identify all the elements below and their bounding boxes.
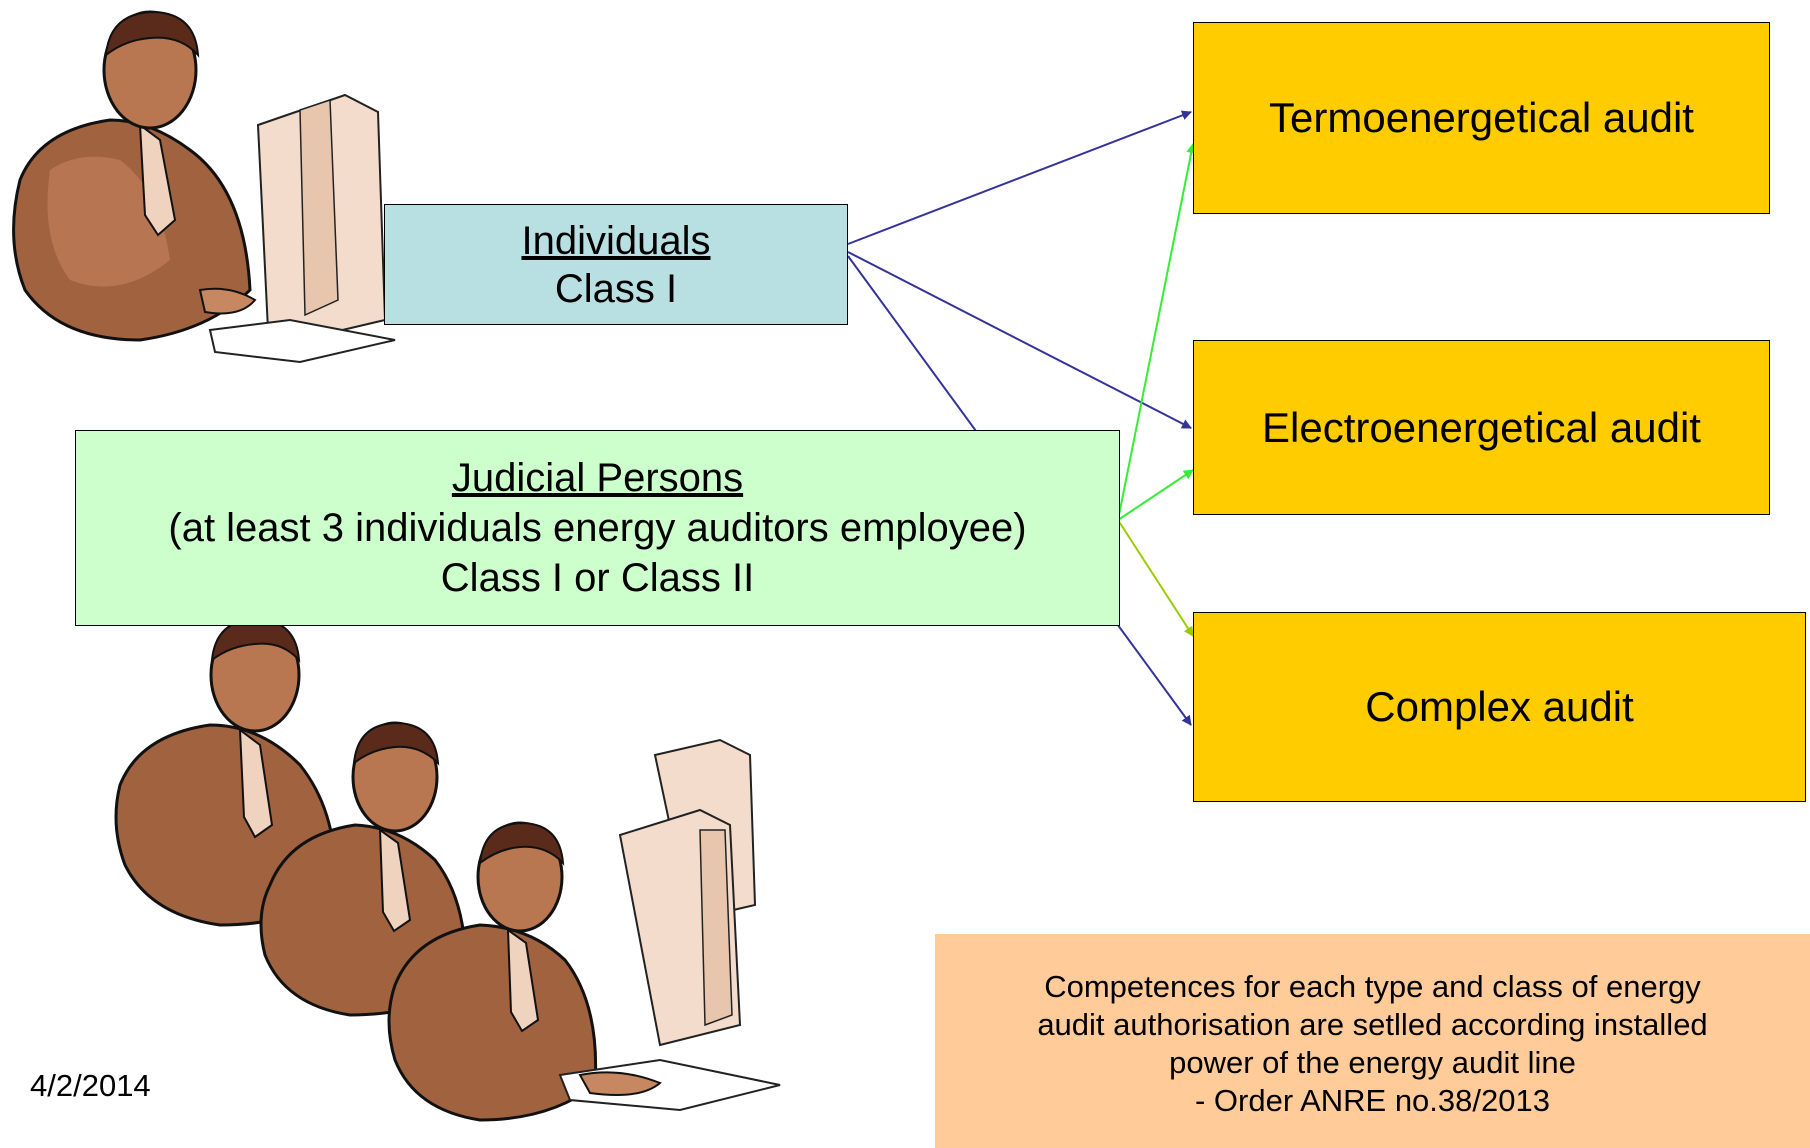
note-line-2: audit authorisation are setlled accordin…: [1037, 1007, 1708, 1042]
judicial-description: (at least 3 individuals energy auditors …: [168, 506, 1027, 550]
complex-audit-box: Complex audit: [1193, 612, 1806, 802]
arrow-individuals-electro: [847, 251, 1192, 429]
note-line-4: - Order ANRE no.38/2013: [1195, 1083, 1550, 1118]
businessmen-group-at-computers-icon: [114, 617, 781, 1122]
note-line-3: power of the energy audit line: [1169, 1045, 1576, 1080]
judicial-persons-box: Judicial Persons (at least 3 individuals…: [75, 430, 1120, 626]
slide-date: 4/2/2014: [30, 1068, 151, 1103]
individuals-class: Class I: [554, 266, 678, 311]
complex-label: Complex audit: [1365, 683, 1634, 730]
termoenergetical-audit-box: Termoenergetical audit: [1193, 22, 1770, 214]
arrow-judicial-electro: [1117, 469, 1194, 521]
termo-label: Termoenergetical audit: [1269, 94, 1694, 141]
individuals-title: Individuals: [521, 218, 711, 263]
individuals-box: Individuals Class I: [384, 204, 848, 325]
judicial-title: Judicial Persons: [451, 456, 744, 500]
electroenergetical-audit-box: Electroenergetical audit: [1193, 340, 1770, 515]
competences-note: Competences for each type and class of e…: [935, 934, 1810, 1148]
electro-label: Electroenergetical audit: [1262, 403, 1701, 451]
judicial-class: Class I or Class II: [440, 556, 755, 600]
businessman-at-computer-icon: [12, 10, 396, 364]
arrow-individuals-termo: [847, 110, 1192, 245]
note-line-1: Competences for each type and class of e…: [1044, 969, 1701, 1004]
arrow-judicial-complex: [1117, 519, 1194, 637]
arrow-judicial-termo: [1117, 143, 1197, 521]
